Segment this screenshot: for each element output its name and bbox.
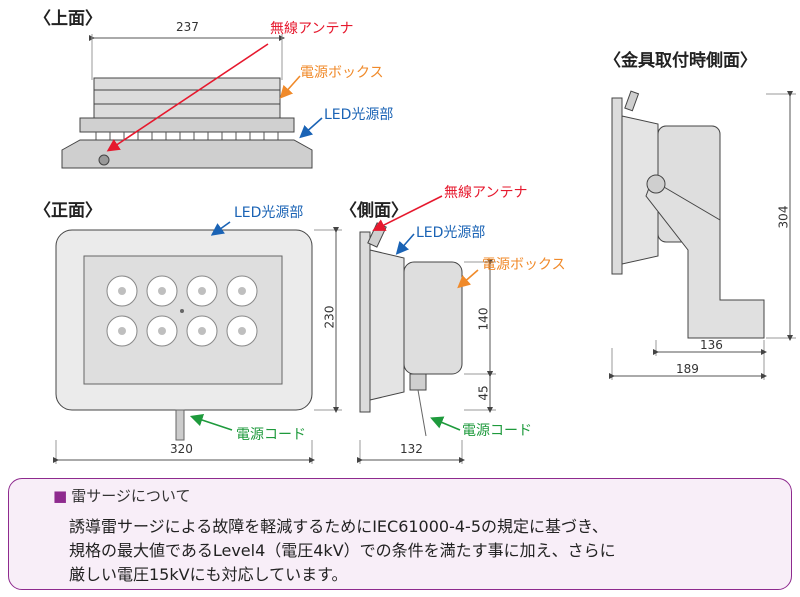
side-upper-dimension: 140 [476,307,491,331]
front-height-dimension: 230 [322,305,337,329]
top-view-heading: 〈上面〉 [34,9,102,29]
top-antenna-label: 無線アンテナ [270,21,354,37]
bracket-height-dimension: 304 [776,205,791,229]
side-power-cord-label: 電源コード [462,423,532,439]
note-line-1: 誘導雷サージによる故障を軽減するためにIEC61000-4-5の規定に基づき、 [69,517,608,536]
bullet-square-icon: ■ [53,487,68,505]
side-view-heading: 〈側面〉 [340,201,408,221]
note-title: ■雷サージについて [53,485,190,506]
top-width-dimension: 237 [176,20,199,34]
note-line-3: 厳しい電圧15kVにも対応しています。 [69,565,348,584]
side-width-dimension: 132 [400,442,423,456]
side-lower-dimension: 45 [476,385,491,401]
bracket-side-view-drawing [609,90,796,380]
top-power-box-label: 電源ボックス [300,65,384,81]
side-view-drawing [357,222,496,464]
front-width-dimension: 320 [170,442,193,456]
side-antenna-label: 無線アンテナ [444,185,528,201]
front-view-drawing [53,227,342,464]
bracket-view-heading: 〈金具取付時側面〉 [604,51,757,71]
side-power-box-label: 電源ボックス [482,257,566,273]
bracket-outer-dimension: 189 [676,362,699,376]
front-led-source-label: LED光源部 [234,205,304,221]
front-power-cord-label: 電源コード [236,427,306,443]
top-view-drawing [61,34,313,169]
lightning-surge-note: ■雷サージについて 誘導雷サージによる故障を軽減するためにIEC61000-4-… [8,478,792,590]
top-led-source-label: LED光源部 [324,107,394,123]
note-title-text: 雷サージについて [71,487,191,505]
front-view-heading: 〈正面〉 [34,201,102,221]
bracket-inner-dimension: 136 [700,338,723,352]
note-line-2: 規格の最大値であるLevel4（電圧4kV）での条件を満たす事に加え、さらに [69,541,616,560]
side-led-source-label: LED光源部 [416,225,486,241]
